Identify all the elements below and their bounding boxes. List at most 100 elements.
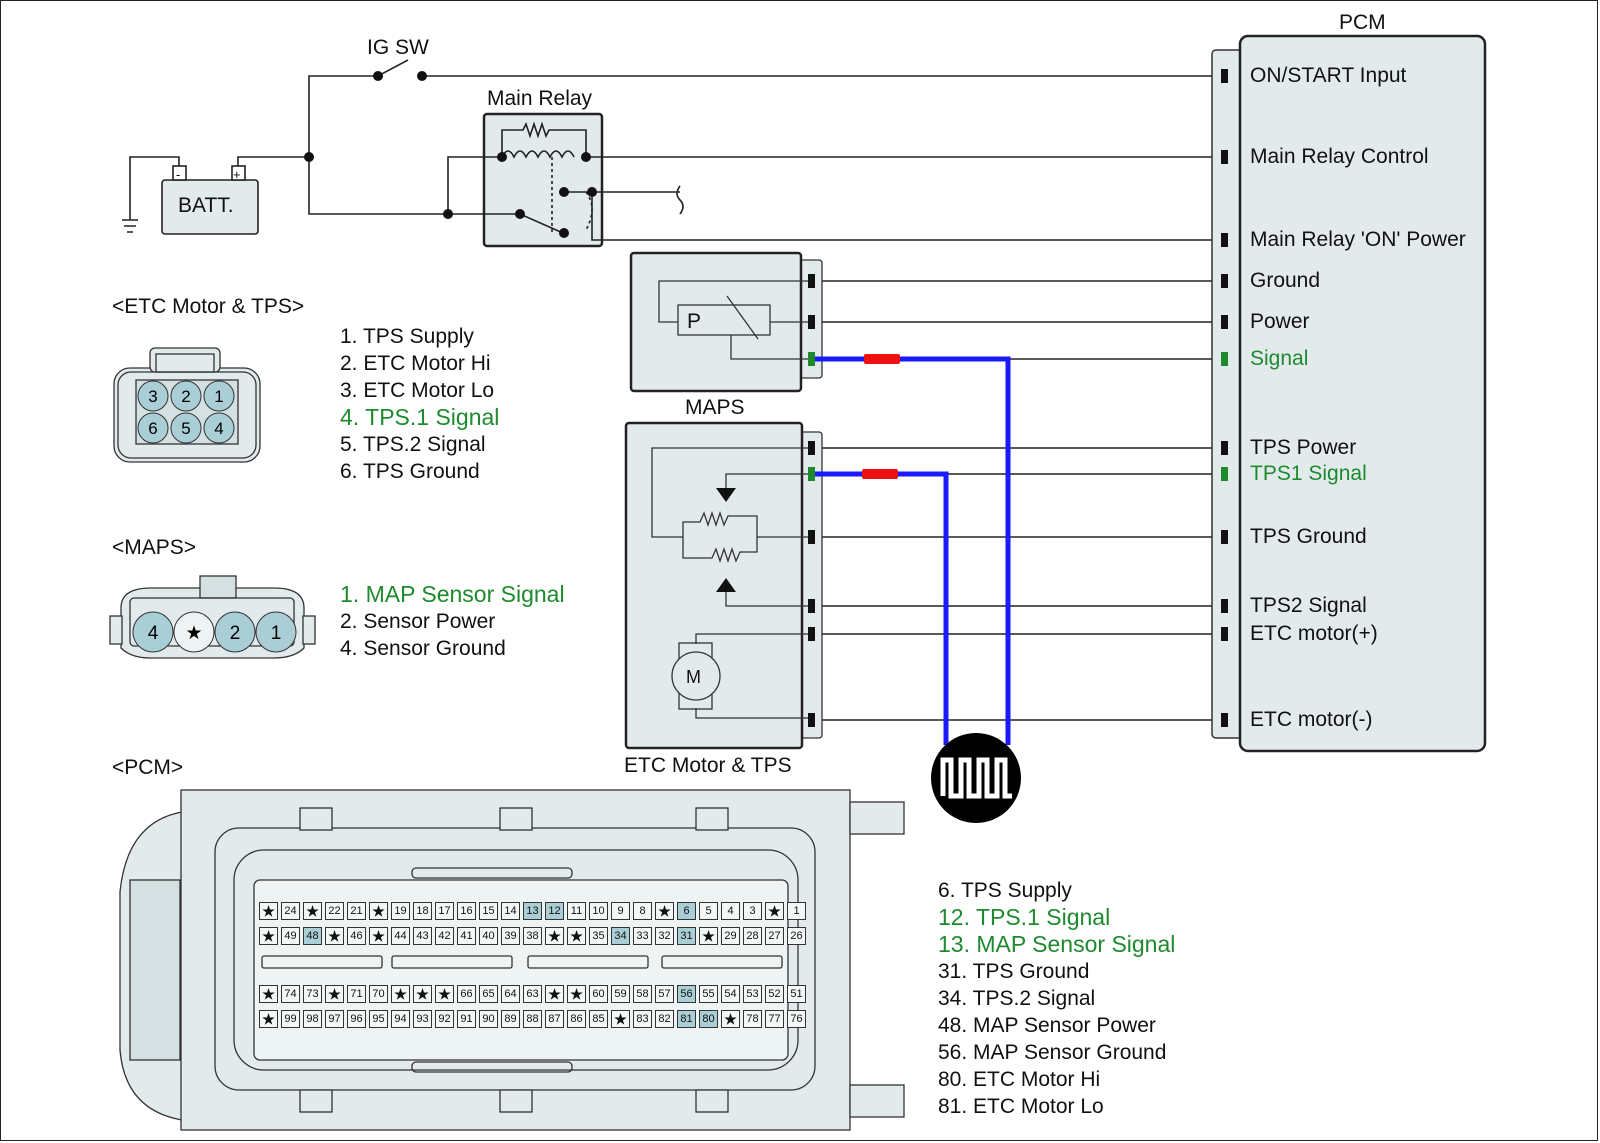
pinout-item: 6. TPS Ground bbox=[340, 460, 480, 483]
ig-switch-wire bbox=[308, 59, 1221, 157]
pcm-pin: 63 bbox=[523, 985, 542, 1003]
pcm-pin: 39 bbox=[501, 927, 520, 945]
pcm-pin: 54 bbox=[721, 985, 740, 1003]
pcm-pin: 78 bbox=[743, 1010, 762, 1028]
pcm-pin: 70 bbox=[369, 985, 388, 1003]
pcm-pin: 32 bbox=[655, 927, 674, 945]
pcm-terminal-pin bbox=[1221, 315, 1228, 329]
pcm-terminal-label: Main Relay Control bbox=[1250, 145, 1429, 168]
pcm-pin: 14 bbox=[501, 902, 520, 920]
pcm-pin: 12 bbox=[545, 902, 564, 920]
scope-probe-wires bbox=[815, 356, 1011, 745]
pcm-pin: 77 bbox=[765, 1010, 784, 1028]
pcm-pin: 92 bbox=[435, 1010, 454, 1028]
pinout-item: 12. TPS.1 Signal bbox=[938, 904, 1111, 930]
etc-connector-pin bbox=[170, 412, 202, 444]
pcm-terminal-label: Power bbox=[1250, 310, 1310, 333]
pcm-pin: 31 bbox=[677, 927, 696, 945]
pcm-pin-unused: ★ bbox=[259, 1010, 278, 1028]
pcm-pin: 90 bbox=[479, 1010, 498, 1028]
pcm-pin-unused: ★ bbox=[435, 985, 454, 1003]
maps-connector-pin-label: 2 bbox=[230, 623, 241, 644]
pcm-block bbox=[1238, 34, 1487, 753]
pcm-pin: 42 bbox=[435, 927, 454, 945]
pcm-pin-unused: ★ bbox=[567, 927, 586, 945]
pcm-connector-drawing bbox=[119, 789, 905, 1131]
battery-label: BATT. bbox=[178, 194, 234, 217]
pcm-pin: 53 bbox=[743, 985, 762, 1003]
pcm-pin-unused: ★ bbox=[369, 902, 388, 920]
pcm-pin: 95 bbox=[369, 1010, 388, 1028]
pcm-pin: 15 bbox=[479, 902, 498, 920]
etc-connector-pin bbox=[137, 412, 169, 444]
pcm-pin-unused: ★ bbox=[369, 927, 388, 945]
pcm-pin: 97 bbox=[325, 1010, 344, 1028]
pcm-pin-unused: ★ bbox=[325, 985, 344, 1003]
pcm-pin: 52 bbox=[765, 985, 784, 1003]
maps-label: MAPS bbox=[685, 396, 745, 419]
pcm-pin: 18 bbox=[413, 902, 432, 920]
ig-switch-label: IG SW bbox=[367, 36, 429, 59]
pcm-pin-unused: ★ bbox=[259, 902, 278, 920]
pcm-pin-unused: ★ bbox=[655, 902, 674, 920]
pcm-terminal-label: TPS2 Signal bbox=[1250, 594, 1367, 617]
pcm-pin-unused: ★ bbox=[721, 1010, 740, 1028]
pcm-pin: 85 bbox=[589, 1010, 608, 1028]
pcm-pin: 56 bbox=[677, 985, 696, 1003]
pcm-pin: 11 bbox=[567, 902, 586, 920]
pinout-item: 3. ETC Motor Lo bbox=[340, 379, 495, 402]
maps-connector-pin bbox=[132, 611, 174, 653]
pcm-pin: 60 bbox=[589, 985, 608, 1003]
pcm-pin: 86 bbox=[567, 1010, 586, 1028]
ground-icon bbox=[122, 219, 138, 233]
pinout-item: 48. MAP Sensor Power bbox=[938, 1014, 1156, 1037]
pcm-pin: 58 bbox=[633, 985, 652, 1003]
pcm-pin: 49 bbox=[281, 927, 300, 945]
pcm-pin: 26 bbox=[787, 927, 806, 945]
pcm-pin: 24 bbox=[281, 902, 300, 920]
pinout-item: 31. TPS Ground bbox=[938, 960, 1090, 983]
etc-connector-pin-label: 3 bbox=[148, 387, 157, 406]
pcm-pin: 91 bbox=[457, 1010, 476, 1028]
pcm-connector-title: <PCM> bbox=[112, 756, 184, 779]
pcm-pin: 81 bbox=[677, 1010, 696, 1028]
pcm-pin: 4 bbox=[721, 902, 740, 920]
pcm-pin: 65 bbox=[479, 985, 498, 1003]
pcm-pin: 22 bbox=[325, 902, 344, 920]
pcm-pin: 10 bbox=[589, 902, 608, 920]
pcm-terminal-pin bbox=[1221, 69, 1228, 83]
pcm-pin-unused: ★ bbox=[259, 985, 278, 1003]
pcm-pin: 9 bbox=[611, 902, 630, 920]
pcm-pin: 74 bbox=[281, 985, 300, 1003]
pcm-pin: 98 bbox=[303, 1010, 322, 1028]
pcm-pin: 88 bbox=[523, 1010, 542, 1028]
pcm-terminal-label: TPS1 Signal bbox=[1250, 462, 1367, 485]
etc-connector-pin bbox=[170, 380, 202, 412]
pcm-pin: 89 bbox=[501, 1010, 520, 1028]
etc-connector-title: <ETC Motor & TPS> bbox=[112, 295, 305, 318]
pinout-item: 56. MAP Sensor Ground bbox=[938, 1041, 1167, 1064]
pinout-item: 4. Sensor Ground bbox=[340, 637, 506, 660]
pinout-item: 1. MAP Sensor Signal bbox=[340, 581, 565, 607]
pcm-pin: 38 bbox=[523, 927, 542, 945]
pcm-pin: 48 bbox=[303, 927, 322, 945]
pcm-pin: 8 bbox=[633, 902, 652, 920]
pcm-pin: 1 bbox=[787, 902, 806, 920]
pinout-item: 13. MAP Sensor Signal bbox=[938, 931, 1176, 957]
pcm-terminal-label: TPS Ground bbox=[1250, 525, 1367, 548]
pcm-pin: 33 bbox=[633, 927, 652, 945]
pinout-item: 5. TPS.2 Signal bbox=[340, 433, 486, 456]
etc-connector-pin-label: 5 bbox=[181, 419, 190, 438]
pcm-pin: 71 bbox=[347, 985, 366, 1003]
pcm-terminal-pin bbox=[1221, 274, 1228, 288]
maps-connector-pin-label: 1 bbox=[271, 623, 282, 644]
pcm-pin: 59 bbox=[611, 985, 630, 1003]
pcm-terminal-label: Main Relay 'ON' Power bbox=[1250, 228, 1466, 251]
pcm-pin-unused: ★ bbox=[567, 985, 586, 1003]
pcm-pin: 34 bbox=[611, 927, 630, 945]
